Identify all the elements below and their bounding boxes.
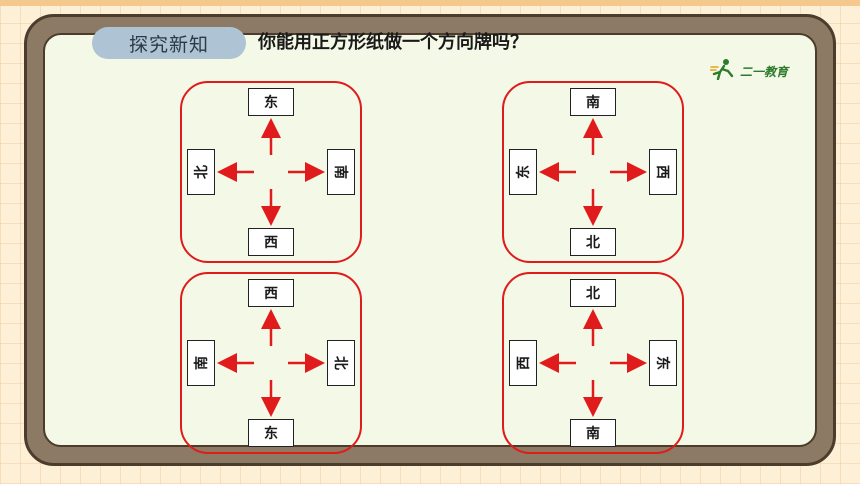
label-top: 西 — [248, 279, 294, 307]
label-right: 东 — [649, 340, 677, 386]
label-bottom: 东 — [248, 419, 294, 447]
chalkboard-frame — [24, 14, 836, 466]
label-left: 西 — [509, 340, 537, 386]
label-bottom: 西 — [248, 228, 294, 256]
direction-arrows — [539, 118, 647, 226]
label-right: 南 — [327, 149, 355, 195]
direction-card-4: 北 西 东 南 — [502, 272, 684, 454]
label-left: 东 — [509, 149, 537, 195]
brand-logo: 二一教育 — [709, 58, 789, 84]
direction-card-2: 南 东 西 北 — [502, 81, 684, 263]
chalkboard-surface — [43, 33, 817, 447]
question-text: 你能用正方形纸做一个方向牌吗？ — [258, 32, 528, 53]
label-left: 南 — [187, 340, 215, 386]
label-right: 西 — [649, 149, 677, 195]
label-top: 北 — [570, 279, 616, 307]
label-top: 南 — [570, 88, 616, 116]
label-bottom: 南 — [570, 419, 616, 447]
direction-arrows — [539, 309, 647, 417]
direction-arrows — [217, 118, 325, 226]
label-right: 北 — [327, 340, 355, 386]
top-strip — [0, 0, 860, 6]
direction-card-3: 西 南 北 东 — [180, 272, 362, 454]
direction-arrows — [217, 309, 325, 417]
label-bottom: 北 — [570, 228, 616, 256]
runner-icon — [709, 58, 736, 84]
direction-card-1: 东 北 南 西 — [180, 81, 362, 263]
label-top: 东 — [248, 88, 294, 116]
logo-text: 二一教育 — [740, 64, 789, 79]
label-left: 北 — [187, 149, 215, 195]
section-tag: 探究新知 — [92, 27, 246, 59]
